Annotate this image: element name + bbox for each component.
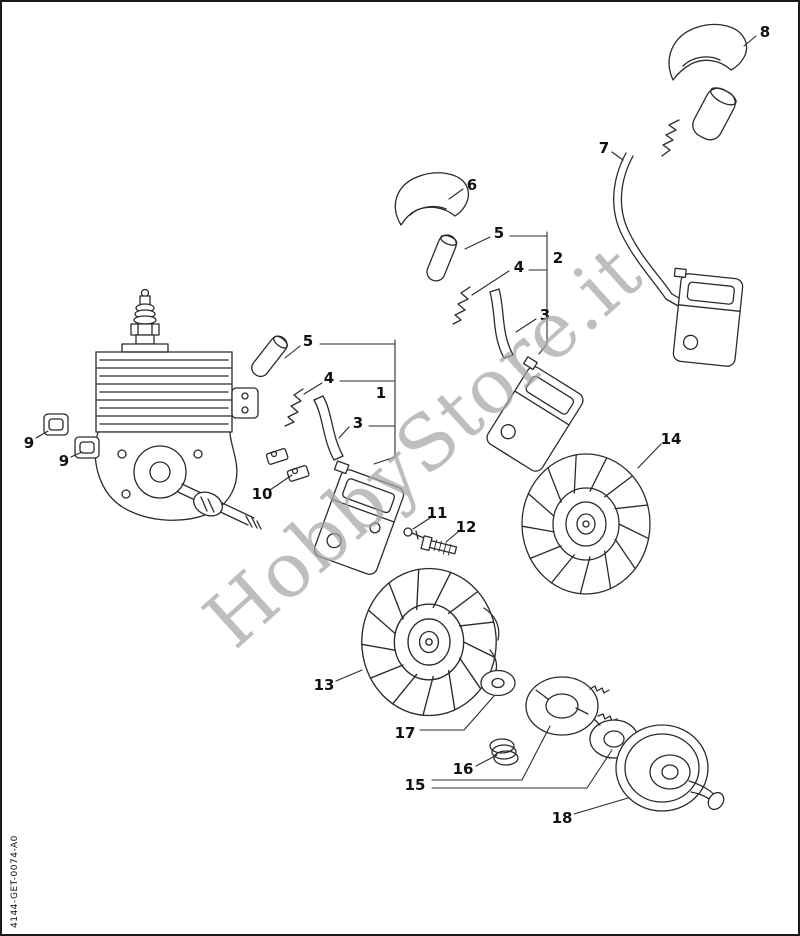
flywheel-14 <box>521 443 662 595</box>
clutch-group <box>419 669 725 815</box>
spring-16 <box>489 738 519 766</box>
group-2-ignition-set <box>394 172 584 472</box>
screw-12 <box>420 531 459 556</box>
tubes <box>313 395 344 461</box>
ignition-module <box>486 356 584 472</box>
sleeve <box>251 335 288 378</box>
spark-plug-cap <box>692 87 737 141</box>
spring <box>284 388 304 427</box>
sleeve <box>426 234 458 282</box>
washer-17 <box>480 669 516 697</box>
cylinder <box>95 343 259 433</box>
grip-boot <box>668 23 748 81</box>
part-9-grommets <box>35 413 100 459</box>
document-code: 4144-GET-0074-A0 <box>10 835 20 928</box>
part-10-clips <box>265 448 310 491</box>
clutch-leaders <box>419 695 629 815</box>
spark-plug <box>130 288 160 345</box>
spring <box>452 286 471 325</box>
right-ignition-set <box>611 23 757 367</box>
tubes <box>489 288 514 359</box>
group-1-bracket <box>284 339 396 465</box>
group-1-ignition-set <box>251 335 405 575</box>
ignition-module <box>672 267 744 367</box>
flywheel-13 <box>335 567 500 717</box>
crankshaft <box>177 483 262 530</box>
ignition-module <box>313 460 405 575</box>
spring <box>661 119 680 157</box>
group-2-bracket <box>448 188 548 355</box>
clutch-shoes <box>525 676 618 736</box>
clutch-drum-18 <box>615 724 725 812</box>
engine-cylinder-assembly <box>94 288 262 530</box>
screw-11 <box>403 517 431 540</box>
leader-lines <box>611 35 757 161</box>
ignition-wire <box>613 152 685 308</box>
grip-boot <box>394 172 470 226</box>
